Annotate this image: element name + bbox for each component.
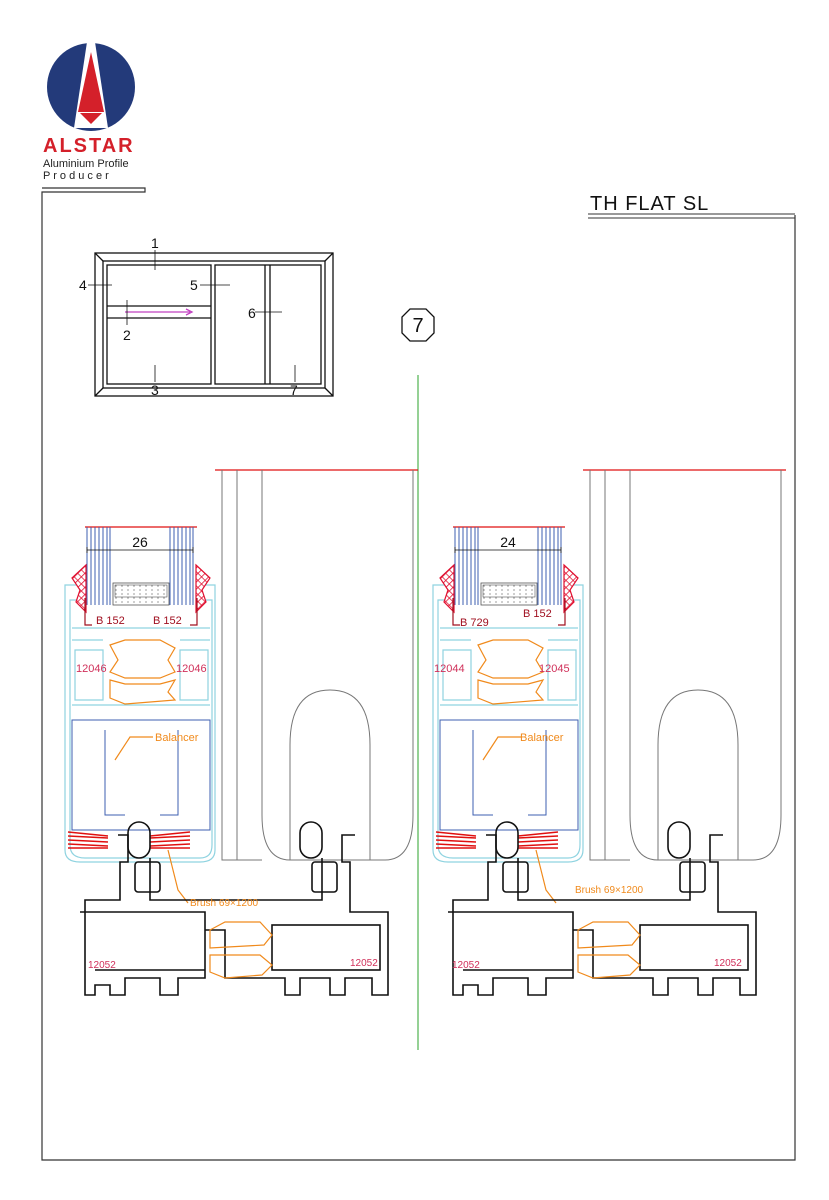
logo-tagline-2: P r o d u c e r <box>43 170 109 182</box>
sheet-border <box>41 187 796 1161</box>
right-brush-label: Brush 69×1200 <box>575 885 644 896</box>
left-section-drawing <box>64 469 419 996</box>
left-balancer-label: Balancer <box>155 732 199 744</box>
right-profile-label-2: 12045 <box>539 663 570 675</box>
left-brush-label: Brush 69×1200 <box>190 898 259 909</box>
elevation-label-2: 2 <box>123 327 131 343</box>
right-balancer-label: Balancer <box>520 732 564 744</box>
elevation-label-7: 7 <box>290 382 298 398</box>
right-section-drawing <box>432 469 787 996</box>
title-underline <box>588 213 795 219</box>
right-glass-dimension: 24 <box>500 534 516 550</box>
detail-number: 7 <box>412 315 423 337</box>
right-gasket-label-1: B 729 <box>460 617 489 629</box>
window-elevation <box>88 250 334 397</box>
left-gasket-label-2: B 152 <box>153 615 182 627</box>
right-track-label-2: 12052 <box>714 958 742 969</box>
logo-tagline-1: Aluminium Profile <box>43 158 129 170</box>
right-track-label-1: 12052 <box>452 960 480 971</box>
left-track-label-2: 12052 <box>350 958 378 969</box>
elevation-label-3: 3 <box>151 382 159 398</box>
left-track-label-1: 12052 <box>88 960 116 971</box>
elevation-label-6: 6 <box>248 305 256 321</box>
logo-brand: ALSTAR <box>43 135 135 157</box>
left-glass-dimension: 26 <box>132 534 148 550</box>
elevation-label-1: 1 <box>151 235 159 251</box>
drawing-title: TH FLAT SL <box>590 193 709 215</box>
alstar-logo <box>47 42 135 131</box>
elevation-label-5: 5 <box>190 277 198 293</box>
left-profile-label-1: 12046 <box>76 663 107 675</box>
detail-marker <box>401 308 435 342</box>
elevation-label-4: 4 <box>79 277 87 293</box>
right-profile-label-1: 12044 <box>434 663 465 675</box>
left-gasket-label-1: B 152 <box>96 615 125 627</box>
left-profile-label-2: 12046 <box>176 663 207 675</box>
right-gasket-label-2: B 152 <box>523 608 552 620</box>
